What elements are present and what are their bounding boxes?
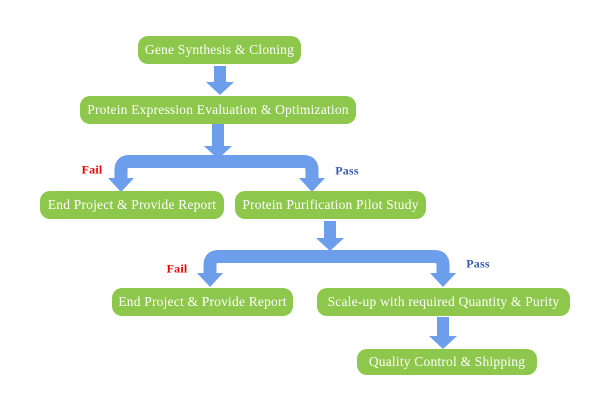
branch-bar-2 — [197, 250, 456, 287]
arrow-gene-to-expression — [206, 66, 234, 95]
node-pilot-study-label: Protein Purification Pilot Study — [242, 197, 419, 212]
node-gene-synthesis-label: Gene Synthesis & Cloning — [144, 42, 295, 57]
node-end-project-2: End Project & Provide Report — [112, 288, 293, 316]
node-pilot-study: Protein Purification Pilot Study — [235, 191, 426, 219]
node-end-project-2-label: End Project & Provide Report — [118, 294, 287, 309]
node-expression-evaluation-label: Protein Expression Evaluation & Optimiza… — [87, 102, 349, 117]
branch-bar-1 — [108, 155, 325, 192]
node-qc-shipping: Quality Control & Shipping — [357, 349, 537, 375]
node-qc-shipping-label: Quality Control & Shipping — [368, 354, 526, 369]
branch-label-fail-2: Fail — [166, 261, 188, 276]
node-scale-up-label: Scale-up with required Quantity & Purity — [327, 294, 560, 309]
node-gene-synthesis: Gene Synthesis & Cloning — [138, 36, 301, 64]
arrow-pilot-to-branch — [316, 221, 344, 251]
branch-label-pass-1: Pass — [335, 163, 359, 178]
node-end-project-1: End Project & Provide Report — [40, 191, 224, 219]
branch-label-fail-1: Fail — [81, 162, 103, 177]
node-expression-evaluation: Protein Expression Evaluation & Optimiza… — [80, 96, 356, 124]
arrow-scaleup-to-qc — [429, 317, 457, 349]
node-end-project-1-label: End Project & Provide Report — [47, 197, 217, 212]
arrow-expression-to-branch — [204, 124, 232, 159]
branch-label-pass-2: Pass — [466, 256, 490, 271]
node-scale-up: Scale-up with required Quantity & Purity — [317, 288, 570, 316]
